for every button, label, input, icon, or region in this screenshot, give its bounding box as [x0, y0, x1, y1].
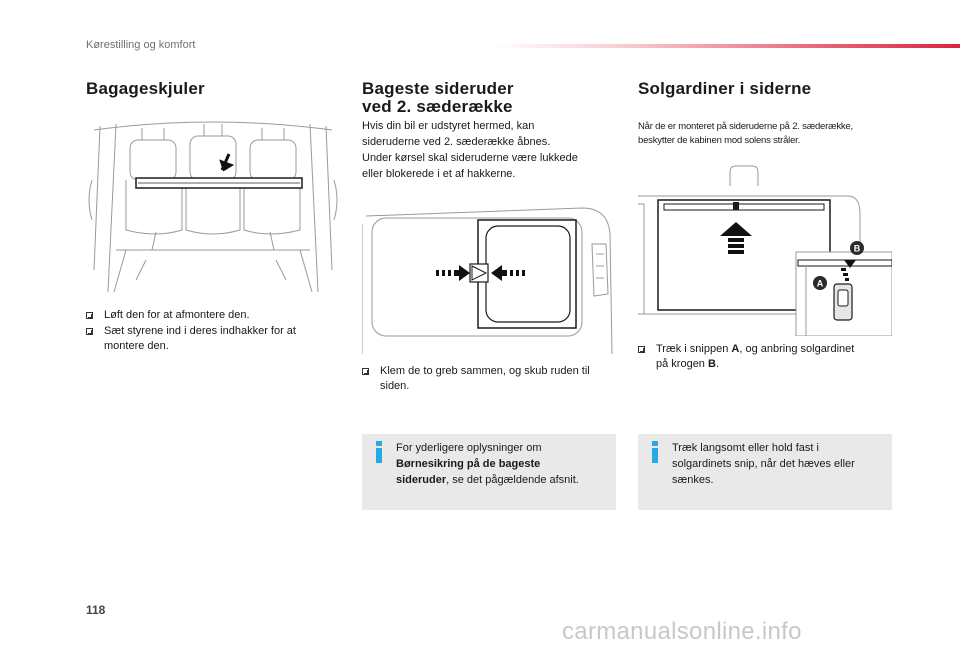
sun-blind-info-box: Træk langsomt eller hold fast i solgardi… [638, 434, 892, 510]
section-header: Kørestilling og komfort [86, 39, 196, 51]
sun-blind-info-text: Træk langsomt eller hold fast i solgardi… [672, 442, 855, 486]
info-icon [374, 441, 384, 463]
watermark: carmanualsonline.info [562, 618, 802, 645]
list-item: Klem de to greb sammen, og skub ruden ti… [362, 364, 616, 394]
rear-windows-title: Bageste sideruder ved 2. sæderække [362, 79, 514, 116]
sliding-window-illustration [362, 204, 616, 354]
info-icon [650, 441, 660, 463]
list-item: Træk i snippen A, og anbring solgardinet… [638, 342, 892, 372]
checkbox-bullet-icon [86, 312, 93, 319]
sun-blinds-title: Solgardiner i siderne [638, 79, 812, 98]
sun-blinds-intro: Når de er monteret på sideruderne på 2. … [638, 121, 853, 146]
child-safety-info-text: For yderligere oplysninger om Børnesikri… [396, 442, 579, 486]
label-b: B [854, 244, 861, 254]
checkbox-bullet-icon [362, 368, 369, 375]
list-item: Sæt styrene ind i deres indhakker for at… [86, 324, 336, 354]
checkbox-bullet-icon [86, 328, 93, 335]
header-accent-bar [492, 44, 960, 48]
luggage-cover-illustration [86, 120, 340, 292]
page-number: 118 [86, 603, 106, 617]
list-item: Løft den for at afmontere den. [86, 308, 336, 323]
luggage-cover-title: Bagageskjuler [86, 79, 205, 98]
child-safety-info-box: For yderligere oplysninger om Børnesikri… [362, 434, 616, 510]
rear-windows-intro: Hvis din bil er udstyret hermed, kan sid… [362, 120, 578, 180]
rear-windows-steps: Klem de to greb sammen, og skub ruden ti… [362, 364, 616, 395]
label-a: A [817, 279, 824, 289]
luggage-cover-steps: Løft den for at afmontere den. Sæt styre… [86, 308, 336, 355]
sun-blinds-steps: Træk i snippen A, og anbring solgardinet… [638, 342, 892, 373]
checkbox-bullet-icon [638, 346, 645, 353]
sun-blind-illustration: A B [638, 164, 892, 336]
